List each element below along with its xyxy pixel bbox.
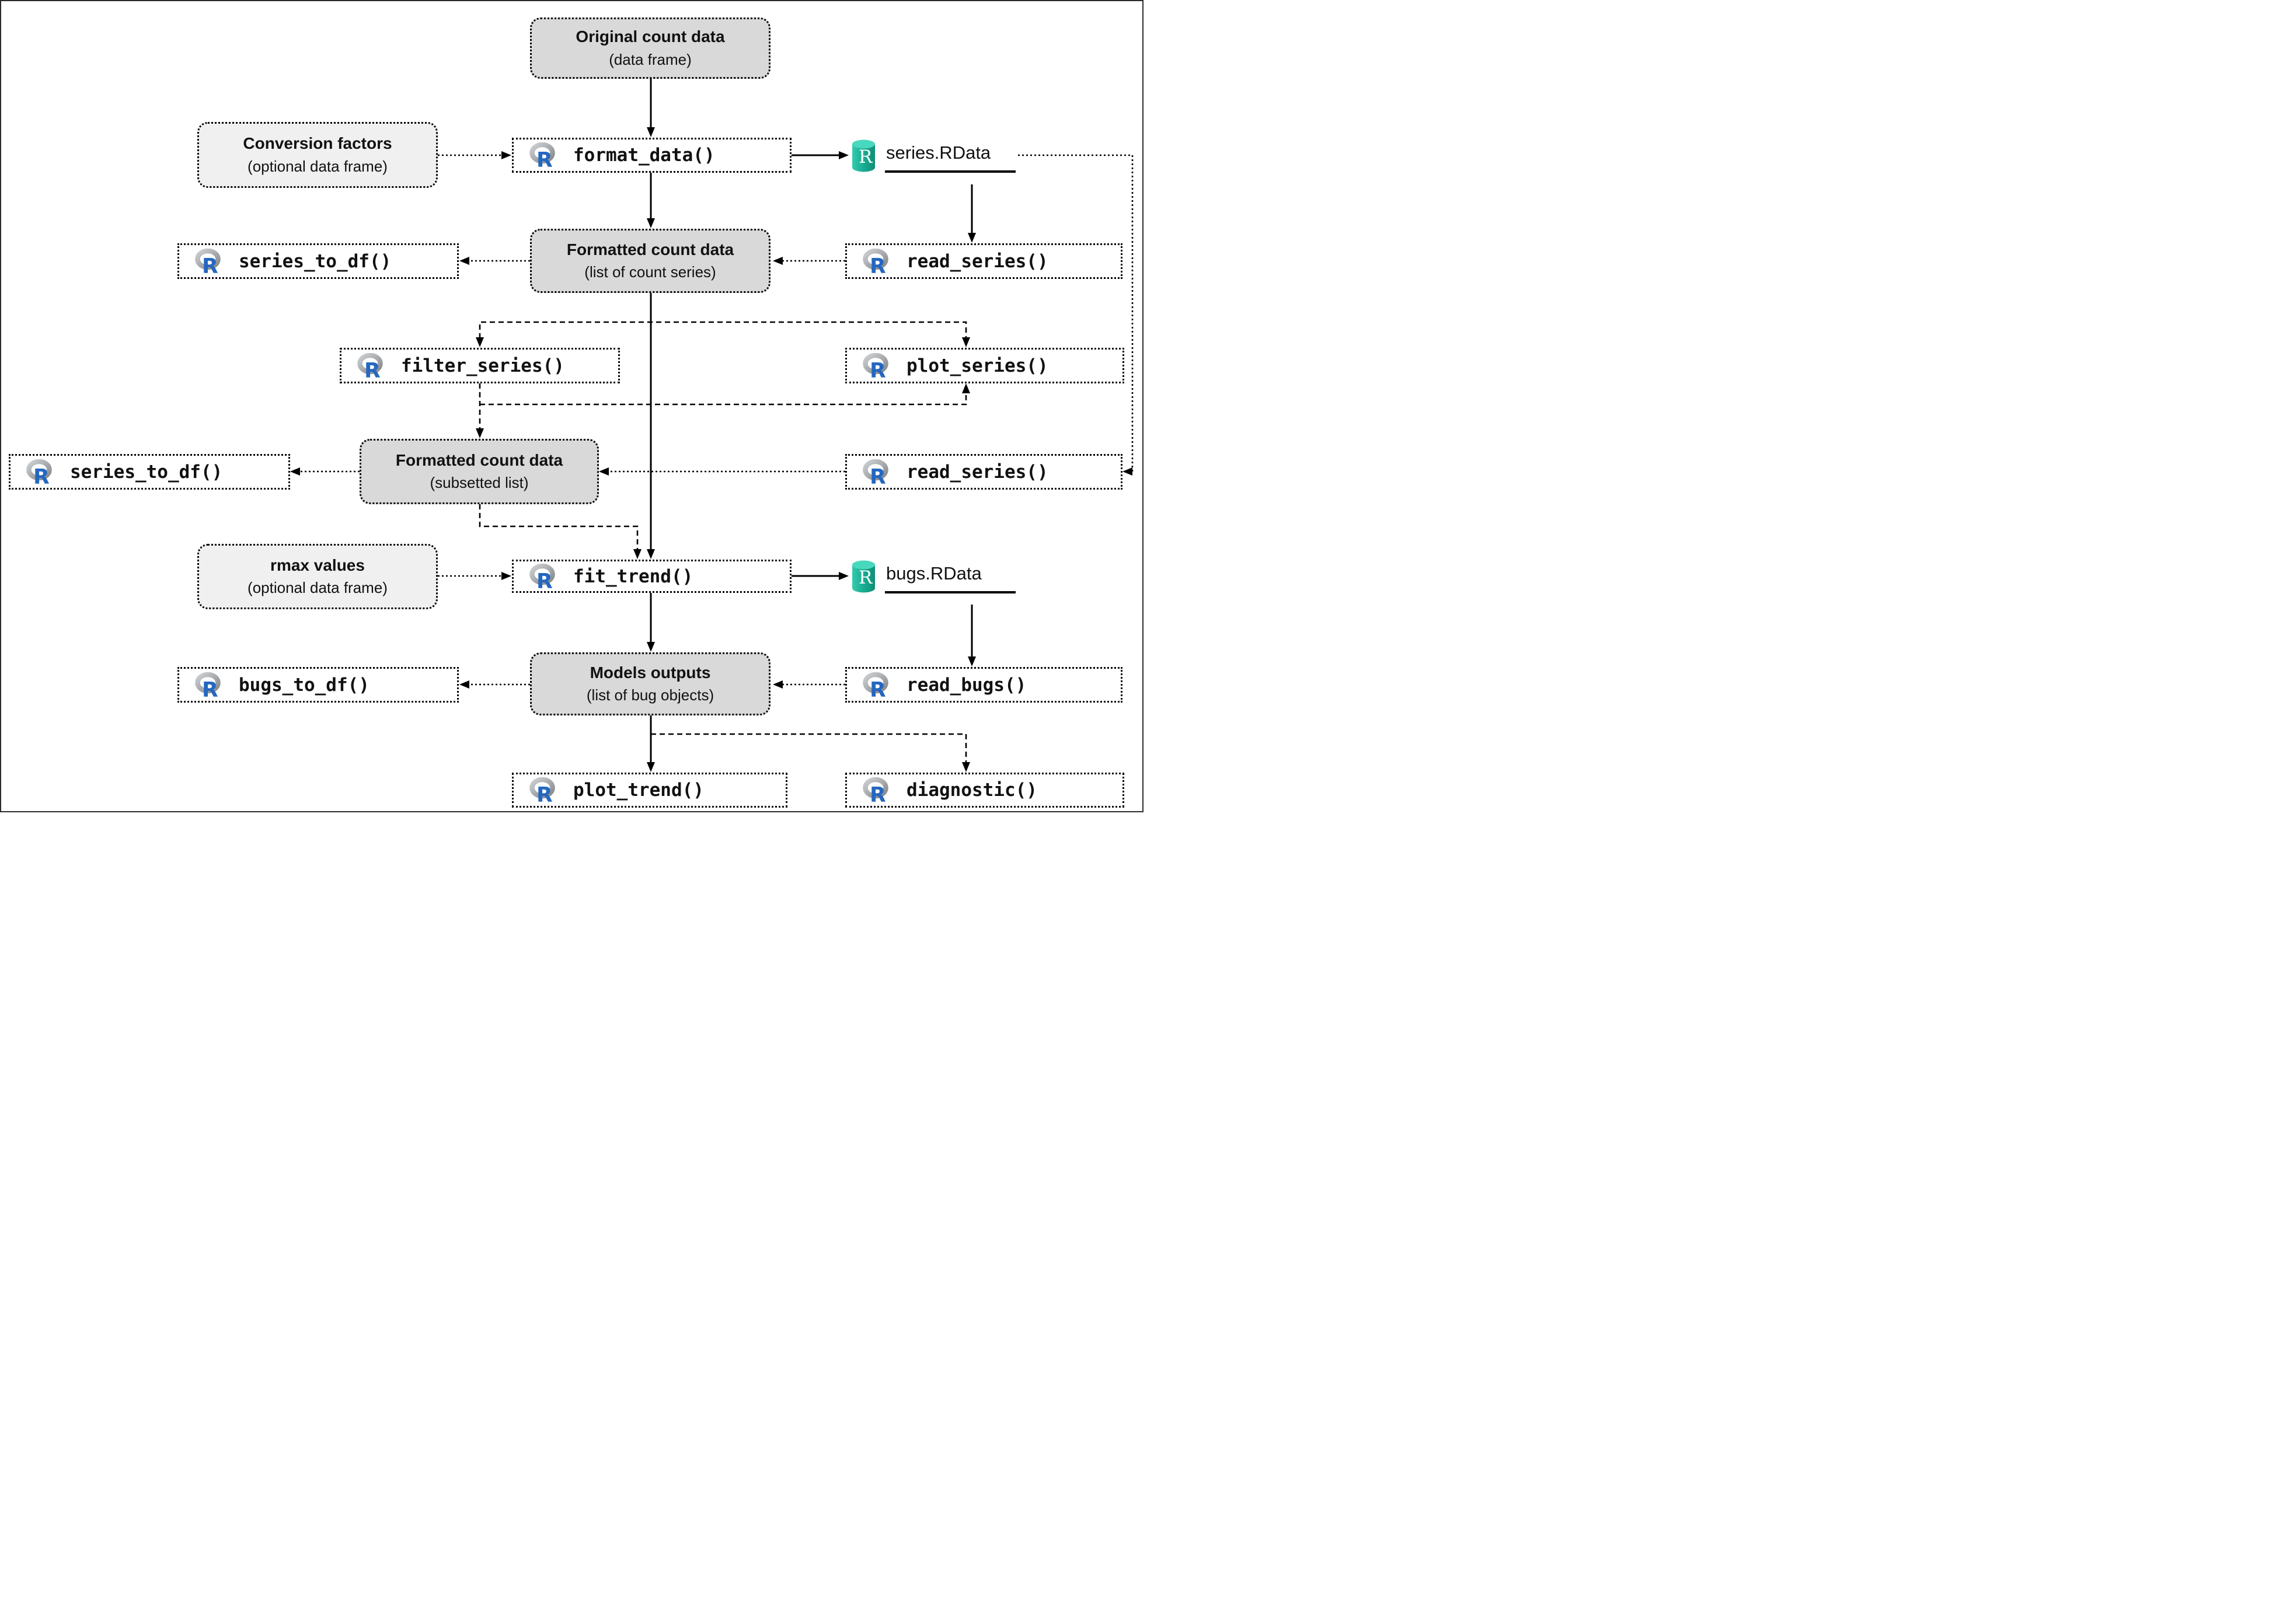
node-read-bugs-function: read_bugs() bbox=[845, 667, 1122, 703]
r-logo-icon bbox=[861, 353, 893, 379]
function-label: diagnostic() bbox=[907, 780, 1037, 801]
node-format-data-function: format_data() bbox=[512, 138, 792, 173]
r-logo-icon bbox=[861, 777, 893, 803]
r-logo-icon bbox=[193, 672, 225, 698]
node-fit-trend-function: fit_trend() bbox=[512, 560, 792, 593]
file-label: bugs.RData bbox=[885, 560, 1016, 593]
node-subtitle: (optional data frame) bbox=[247, 157, 388, 175]
node-subtitle: (data frame) bbox=[609, 50, 692, 68]
node-formatted-count-data-subsetted: Formatted count data (subsetted list) bbox=[360, 439, 599, 504]
node-subtitle: (list of count series) bbox=[584, 263, 716, 281]
r-logo-icon bbox=[861, 459, 893, 485]
r-logo-icon bbox=[528, 564, 559, 589]
function-label: plot_series() bbox=[907, 355, 1048, 376]
node-series-to-df-function-bottom: series_to_df() bbox=[9, 454, 290, 490]
r-logo-icon bbox=[861, 249, 893, 274]
node-title: Original count data bbox=[576, 27, 725, 46]
node-read-series-function-bottom: read_series() bbox=[845, 454, 1122, 490]
r-logo-icon bbox=[355, 353, 387, 379]
function-label: filter_series() bbox=[401, 355, 564, 376]
node-plot-trend-function: plot_trend() bbox=[512, 773, 787, 808]
node-plot-series-function: plot_series() bbox=[845, 348, 1124, 383]
node-bugs-to-df-function: bugs_to_df() bbox=[177, 667, 459, 703]
node-title: Models outputs bbox=[590, 663, 711, 682]
node-conversion-factors: Conversion factors (optional data frame) bbox=[197, 122, 438, 188]
function-label: format_data() bbox=[573, 145, 715, 166]
node-models-outputs: Models outputs (list of bug objects) bbox=[530, 652, 771, 715]
function-label: series_to_df() bbox=[70, 461, 223, 483]
node-subtitle: (optional data frame) bbox=[247, 579, 388, 597]
function-label: bugs_to_df() bbox=[239, 674, 369, 696]
node-title: Formatted count data bbox=[395, 450, 563, 469]
node-subtitle: (list of bug objects) bbox=[586, 686, 714, 704]
function-label: series_to_df() bbox=[239, 250, 392, 272]
function-label: read_series() bbox=[907, 461, 1048, 483]
rdata-file-icon bbox=[850, 560, 877, 593]
workflow-diagram: R R bbox=[0, 0, 1144, 812]
r-logo-icon bbox=[528, 142, 559, 168]
node-bugs-rdata-file: bugs.RData bbox=[850, 560, 1016, 593]
r-logo-icon bbox=[528, 777, 559, 803]
r-logo-icon bbox=[861, 672, 893, 698]
node-formatted-count-data: Formatted count data (list of count seri… bbox=[530, 229, 771, 293]
node-title: rmax values bbox=[270, 556, 365, 574]
node-title: Formatted count data bbox=[566, 240, 734, 259]
node-series-to-df-function-top: series_to_df() bbox=[177, 243, 459, 279]
node-rmax-values: rmax values (optional data frame) bbox=[197, 544, 438, 609]
function-label: fit_trend() bbox=[573, 565, 693, 587]
rdata-file-icon bbox=[850, 139, 877, 173]
node-subtitle: (subsetted list) bbox=[430, 474, 529, 492]
node-diagnostic-function: diagnostic() bbox=[845, 773, 1124, 808]
node-original-count-data: Original count data (data frame) bbox=[530, 18, 771, 79]
function-label: plot_trend() bbox=[573, 780, 704, 801]
node-title: Conversion factors bbox=[243, 134, 392, 153]
r-logo-icon bbox=[25, 459, 56, 485]
node-series-rdata-file: series.RData bbox=[850, 139, 1016, 173]
file-label: series.RData bbox=[885, 139, 1016, 173]
function-label: read_bugs() bbox=[907, 674, 1027, 696]
node-filter-series-function: filter_series() bbox=[340, 348, 620, 383]
r-logo-icon bbox=[193, 249, 225, 274]
function-label: read_series() bbox=[907, 250, 1048, 272]
node-read-series-function-top: read_series() bbox=[845, 243, 1122, 279]
